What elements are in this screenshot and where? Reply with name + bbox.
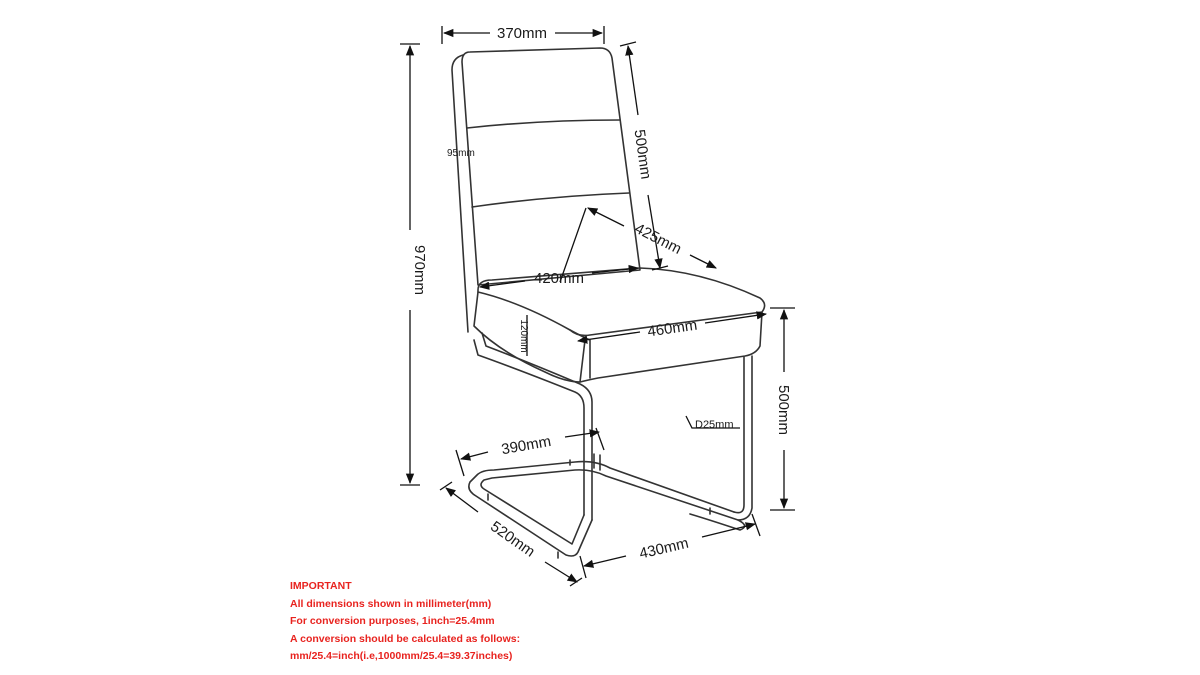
dim-seat-height: 500mm (775, 385, 792, 435)
dim-tube-diameter: D25mm (695, 419, 734, 431)
seat-right-face (579, 311, 763, 383)
seat-front-curve (569, 329, 591, 379)
rear-frame-tube (473, 339, 585, 516)
chair-outline (451, 47, 766, 559)
important-notes: IMPORTANT All dimensions shown in millim… (290, 578, 710, 666)
notes-title: IMPORTANT (290, 580, 352, 592)
backrest-rear-edge (451, 54, 469, 333)
dim-back-width: 370mm (497, 25, 547, 42)
right-leg-tube-inner (737, 355, 753, 521)
notes-line-4: mm/25.4=inch(i.e,1000mm/25.4=39.37inches… (290, 650, 513, 662)
notes-line-2: For conversion purposes, 1inch=25.4mm (290, 615, 495, 627)
backrest-front (461, 47, 641, 286)
dim-base-depth: 520mm (487, 518, 538, 561)
right-leg-tube (733, 356, 745, 514)
notes-line-1: All dimensions shown in millimeter(mm) (290, 597, 492, 610)
rear-frame-tube-inner (481, 332, 593, 521)
base-sled-inner (480, 469, 746, 545)
dim-seat-back-width: 420mm (534, 270, 584, 287)
dim-seat-thickness: 120mm (518, 319, 529, 352)
dim-back-height: 500mm (631, 128, 655, 180)
backrest-seam-lower (471, 192, 630, 208)
notes-line-3: A conversion should be calculated as fol… (290, 632, 521, 645)
dim-total-height: 970mm (411, 245, 428, 295)
base-rear-crossbar (593, 453, 601, 471)
dim-base-rear-width: 430mm (638, 535, 691, 563)
dim-panel-height: 95mm (447, 148, 475, 159)
base-sled-outer (468, 460, 735, 557)
dim-base-front-width: 390mm (500, 433, 552, 458)
dim-seat-width: 460mm (646, 317, 698, 341)
backrest-seam-upper (466, 119, 621, 129)
dimension-lines (400, 26, 795, 587)
seat-top (477, 267, 766, 337)
